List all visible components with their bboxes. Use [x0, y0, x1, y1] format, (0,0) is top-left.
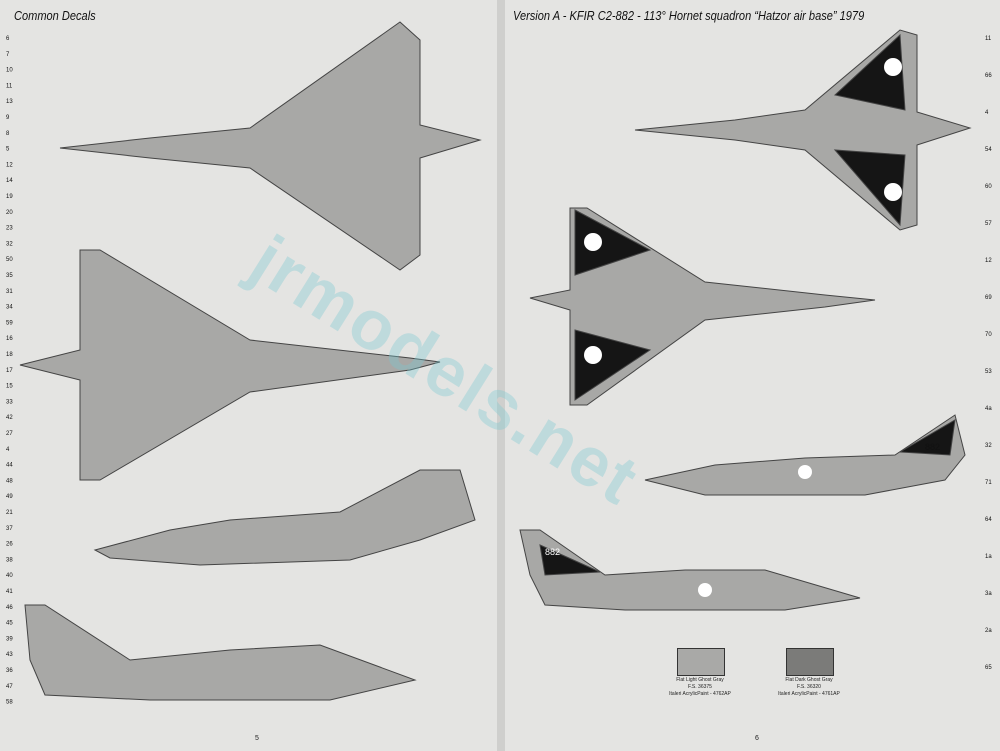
- callout-number: 37: [6, 526, 13, 532]
- callout-number: 32: [985, 443, 992, 449]
- aircraft-side-view-2: [24, 604, 417, 701]
- callout-number: 35: [6, 273, 13, 279]
- callout-number: 34: [6, 305, 13, 311]
- callout-number: 40: [6, 573, 13, 579]
- paint-fs: F.S. 36375: [688, 684, 712, 690]
- callout-number: 11: [985, 36, 992, 42]
- callout-number: 60: [985, 184, 992, 190]
- callout-number: 27: [6, 431, 13, 437]
- callout-number: 17: [6, 368, 13, 374]
- aircraft-top-view: [59, 21, 482, 271]
- aircraft-side-view-2: [519, 529, 861, 611]
- aircraft-side-view-1: [644, 414, 966, 496]
- callout-number: 69: [985, 295, 992, 301]
- callout-number: 44: [6, 463, 13, 469]
- callout-number: 49: [6, 494, 13, 500]
- callout-number: 50: [6, 257, 13, 263]
- tail-band: [539, 544, 601, 576]
- callout-number: 14: [6, 178, 13, 184]
- aircraft-top-view: [634, 29, 972, 231]
- callout-number: 71: [985, 480, 992, 486]
- callout-number: 43: [6, 652, 13, 658]
- callout-number: 6: [6, 36, 10, 42]
- callout-number: 3a: [985, 591, 992, 597]
- callout-number: 54: [985, 147, 992, 153]
- page-number: 5: [255, 735, 259, 742]
- aircraft-diagrams-left: 6 7 10 11 13 9 8 5 12 14 19 20 23 32 50 35 31 34 59 16 18 17 1…: [6, 21, 482, 706]
- right-page: Version A - KFIR C2-882 - 113° Hornet sq…: [505, 0, 1000, 751]
- callout-number: 38: [6, 557, 13, 563]
- aircraft-diagrams-right: 882 882 11 66 4 54 60 57 12 69 70 53 4a 32 71 64 1a 3a 2…: [519, 29, 992, 671]
- paint-swatch-dark-ghost-gray: [786, 648, 834, 676]
- callout-number: 4a: [985, 406, 992, 412]
- callout-number: 66: [985, 73, 992, 79]
- callout-numbers: 6 7 10 11 13 9 8 5 12 14 19 20 23 32 50 35 31 34 59 16 18 17 1…: [6, 36, 13, 706]
- wing-band: [833, 149, 906, 227]
- callout-number: 64: [985, 517, 992, 523]
- callout-number: 5: [6, 147, 10, 153]
- callout-number: 1a: [985, 554, 992, 560]
- callout-number: 2a: [985, 628, 992, 634]
- tail-band: [898, 419, 956, 456]
- callout-number: 9: [6, 115, 10, 121]
- aircraft-side-view-1: [93, 469, 476, 566]
- callout-number: 26: [6, 542, 13, 548]
- callout-number: 32: [6, 241, 13, 247]
- paint-name: Flat Dark Ghost Gray: [785, 677, 833, 683]
- callout-number: 31: [6, 289, 13, 295]
- wing-band: [833, 33, 906, 111]
- callout-number: 39: [6, 636, 13, 642]
- left-page: Common Decals 6 7 10 11 13 9 8 5 12 14 19 20 23 32 50 3…: [0, 0, 497, 751]
- paint-italeri: Italeri AcrylicPaint - 4761AP: [778, 691, 840, 697]
- tail-code: 882: [545, 547, 560, 557]
- callout-number: 65: [985, 665, 992, 671]
- callout-number: 70: [985, 332, 992, 338]
- callout-number: 58: [6, 700, 13, 706]
- page-number: 6: [755, 735, 759, 742]
- paint-swatch-light-ghost-gray: [677, 648, 725, 676]
- aircraft-bottom-view: [19, 249, 441, 481]
- callout-number: 57: [985, 221, 992, 227]
- callout-number: 16: [6, 336, 13, 342]
- callout-number: 7: [6, 52, 10, 58]
- paint-fs: F.S. 36320: [797, 684, 821, 690]
- callout-number: 23: [6, 226, 13, 232]
- callout-number: 53: [985, 369, 992, 375]
- callout-number: 47: [6, 684, 13, 690]
- callout-number: 45: [6, 621, 13, 627]
- roundels: [584, 58, 902, 597]
- page-title: Common Decals: [14, 8, 96, 23]
- callout-number: 33: [6, 399, 13, 405]
- callout-number: 13: [6, 99, 13, 105]
- callout-number: 46: [6, 605, 13, 611]
- callout-number: 19: [6, 194, 13, 200]
- callout-number: 10: [6, 68, 13, 74]
- tail-code: 882: [925, 442, 940, 452]
- paint-name: Flat Light Ghost Gray: [676, 677, 724, 683]
- callout-number: 11: [6, 83, 13, 89]
- callout-number: 12: [985, 258, 992, 264]
- callout-number: 18: [6, 352, 13, 358]
- paint-italeri: Italeri AcrylicPaint - 4762AP: [669, 691, 731, 697]
- callout-number: 4: [985, 110, 989, 116]
- callout-number: 59: [6, 320, 13, 326]
- page-title: Version A - KFIR C2-882 - 113° Hornet sq…: [513, 8, 865, 23]
- callout-number: 12: [6, 162, 13, 168]
- callout-number: 4: [6, 447, 10, 453]
- callout-number: 36: [6, 668, 13, 674]
- callout-number: 21: [6, 510, 13, 516]
- callout-number: 41: [6, 589, 13, 595]
- callout-number: 8: [6, 131, 10, 137]
- callout-number: 48: [6, 478, 13, 484]
- callout-numbers: 11 66 4 54 60 57 12 69 70 53 4a 32 71 64 1a 3a 2a 65: [985, 36, 992, 671]
- callout-number: 20: [6, 210, 13, 216]
- wing-band: [574, 209, 652, 276]
- callout-number: 42: [6, 415, 13, 421]
- callout-number: 15: [6, 384, 13, 390]
